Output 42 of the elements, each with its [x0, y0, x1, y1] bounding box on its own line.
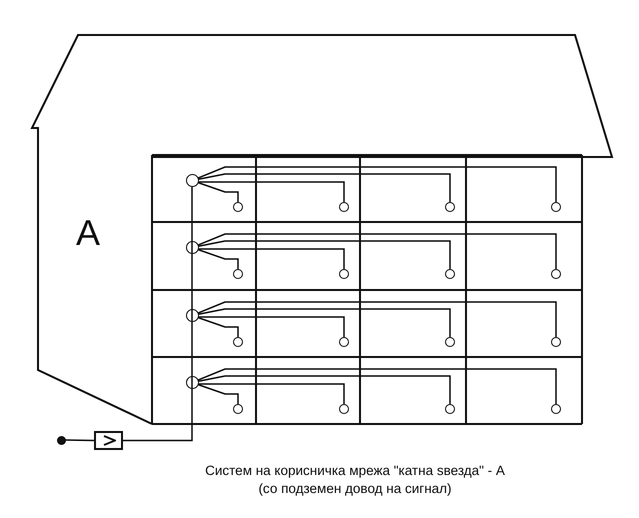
- cable-line: [198, 368, 557, 404]
- outlet-socket: [445, 337, 455, 347]
- outlet-socket: [551, 337, 561, 347]
- outlet-socket: [339, 404, 349, 414]
- cable-line: [123, 187, 193, 442]
- cable-line: [198, 375, 451, 404]
- outlet-socket: [233, 404, 243, 414]
- splitter-circle: [186, 376, 198, 389]
- splitter-circle: [186, 174, 198, 187]
- caption: Систем на корисничка мрежа "катна ѕвезда" - А (со подземен довод на сигнал): [204, 462, 506, 498]
- cable-line: [198, 182, 239, 202]
- cable-line: [65, 439, 94, 442]
- splitter-circle: [186, 241, 198, 254]
- outlet-socket: [445, 202, 455, 212]
- outlet-socket: [551, 202, 561, 212]
- signal-input-terminal: [56, 436, 66, 444]
- cable-line: [198, 173, 451, 202]
- cable-line: [198, 384, 239, 404]
- outlet-socket: [233, 202, 243, 212]
- cable-line: [198, 166, 557, 202]
- outlet-socket: [233, 269, 243, 279]
- cable-line: [197, 316, 345, 337]
- outlet-socket: [445, 404, 455, 414]
- outlet-socket: [551, 404, 561, 414]
- outlet-socket: [339, 202, 349, 212]
- outlet-socket: [233, 337, 243, 347]
- cable-line: [198, 301, 557, 337]
- cable-line: [198, 233, 557, 269]
- cable-line: [197, 383, 345, 404]
- cable-line: [198, 240, 451, 269]
- outlet-socket: [339, 269, 349, 279]
- outlet-socket: [339, 337, 349, 347]
- outlet-socket: [445, 269, 455, 279]
- splitter-circle: [186, 309, 198, 322]
- amplifier-box: [94, 431, 123, 450]
- outlet-socket: [551, 269, 561, 279]
- building-letter: А: [76, 212, 100, 254]
- cable-line: [197, 248, 345, 269]
- cable-line: [198, 308, 451, 337]
- cable-line: [198, 248, 239, 269]
- cable-line: [197, 181, 345, 202]
- cable-line: [198, 316, 239, 337]
